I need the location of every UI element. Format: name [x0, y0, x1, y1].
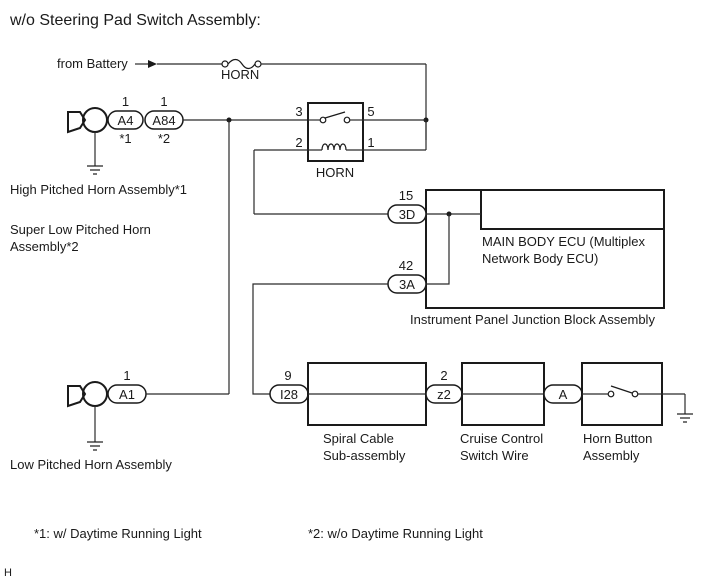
connector-i28-pin: 9	[284, 368, 291, 383]
relay-switch-icon	[308, 111, 363, 124]
horn-button-switch-icon	[582, 385, 685, 398]
cruise-wire-label-2: Switch Wire	[460, 448, 529, 463]
fuse-label: HORN	[221, 67, 259, 82]
horn-relay-box	[307, 102, 364, 162]
diagram-title: w/o Steering Pad Switch Assembly:	[9, 12, 261, 29]
footnote-1: *1: w/ Daytime Running Light	[34, 526, 202, 541]
connector-a4	[107, 110, 144, 130]
relay-pin-5: 5	[367, 104, 374, 119]
spiral-cable-label-2: Sub-assembly	[323, 448, 406, 463]
super-low-horn-label-2: Assembly*2	[10, 239, 79, 254]
fuse-icon	[221, 58, 262, 70]
battery-label: from Battery	[57, 56, 128, 71]
connector-z2-pin: 2	[440, 368, 447, 383]
connector-a4-pin: 1	[122, 94, 129, 109]
ecu-label-2: Network Body ECU)	[482, 251, 598, 266]
connector-a84-pin: 1	[160, 94, 167, 109]
ecu-label-1: MAIN BODY ECU (Multiplex	[482, 234, 646, 249]
relay-pin-3: 3	[295, 104, 302, 119]
relay-pin-2: 2	[295, 135, 302, 150]
connector-3a-name: 3A	[399, 277, 415, 292]
low-horn-icon	[67, 381, 108, 408]
connector-i28-name: I28	[280, 387, 298, 402]
high-horn-icon	[67, 107, 108, 134]
footnote-2: *2: w/o Daytime Running Light	[308, 526, 483, 541]
ground-icon	[87, 165, 103, 175]
connector-3a-pin: 42	[399, 258, 413, 273]
connector-a4-note: *1	[119, 131, 131, 146]
horn-button-label-2: Assembly	[583, 448, 640, 463]
wire-3a-i28	[252, 283, 388, 395]
connector-a1-name: A1	[119, 387, 135, 402]
connector-3d-name: 3D	[399, 207, 416, 222]
connector-a84-name: A84	[152, 113, 175, 128]
main-body-ecu-box	[480, 190, 664, 230]
low-horn-label: Low Pitched Horn Assembly	[10, 457, 172, 472]
relay-label: HORN	[316, 165, 354, 180]
corner-mark: H	[4, 567, 12, 579]
connector-a1-pin: 1	[123, 368, 130, 383]
ground-icon	[677, 413, 693, 423]
relay-pin-1: 1	[367, 135, 374, 150]
horn-button-label-1: Horn Button	[583, 431, 652, 446]
connector-z2-name: z2	[437, 387, 451, 402]
connector-a4-name: A4	[118, 113, 134, 128]
ground-icon	[87, 441, 103, 451]
super-low-horn-label-1: Super Low Pitched Horn	[10, 222, 151, 237]
connector-a84-note: *2	[158, 131, 170, 146]
junction-block-box	[425, 189, 665, 309]
wire-3a-ecu	[426, 214, 450, 285]
spiral-cable-label-1: Spiral Cable	[323, 431, 394, 446]
cruise-wire-label-1: Cruise Control	[460, 431, 543, 446]
high-horn-label: High Pitched Horn Assembly*1	[10, 182, 187, 197]
junction-block-label: Instrument Panel Junction Block Assembly	[410, 312, 655, 327]
connector-a-name: A	[559, 387, 568, 402]
battery-arrow-icon	[148, 60, 157, 68]
relay-coil-icon	[254, 143, 426, 151]
connector-3d-pin: 15	[399, 188, 413, 203]
